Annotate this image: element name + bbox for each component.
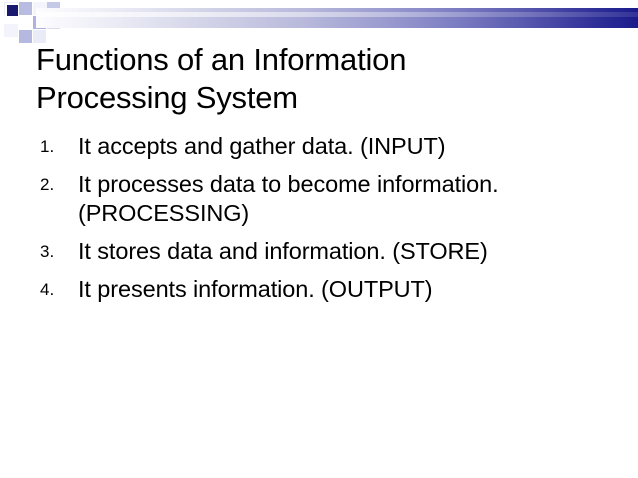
list-item-text: It presents information. (OUTPUT) xyxy=(78,276,433,302)
list-item: 2. It processes data to become informati… xyxy=(36,170,626,228)
list-item: 3. It stores data and information. (STOR… xyxy=(36,237,626,266)
list-item-number: 4. xyxy=(40,280,55,299)
deco-tile-pale-2 xyxy=(4,24,18,37)
deco-tile-mid-3 xyxy=(19,30,32,43)
list-item-number: 1. xyxy=(40,137,55,156)
deco-accent-square xyxy=(7,5,18,16)
functions-list: 1. It accepts and gather data. (INPUT) 2… xyxy=(36,132,626,313)
page-title: Functions of an Information Processing S… xyxy=(36,41,596,117)
title-block: Functions of an Information Processing S… xyxy=(36,41,596,117)
list-item-text: It accepts and gather data. (INPUT) xyxy=(78,133,446,159)
list-item-text: It stores data and information. (STORE) xyxy=(78,238,488,264)
list-item-number: 2. xyxy=(40,175,55,194)
list-item-text: It processes data to become information.… xyxy=(78,171,499,226)
list-item-number: 3. xyxy=(40,242,55,261)
page-title-line-1: Functions of an Information xyxy=(36,42,407,77)
deco-tile-light-2 xyxy=(33,30,46,43)
slide-header-decoration xyxy=(0,0,638,46)
list-item: 1. It accepts and gather data. (INPUT) xyxy=(36,132,626,161)
list-item: 4. It presents information. (OUTPUT) xyxy=(36,275,626,304)
header-gradient-bar xyxy=(36,8,638,28)
page-title-line-2: Processing System xyxy=(36,80,298,115)
deco-tile-light-1 xyxy=(19,16,32,29)
deco-tile-mid-1 xyxy=(19,2,32,15)
header-bar-highlight xyxy=(36,12,638,17)
